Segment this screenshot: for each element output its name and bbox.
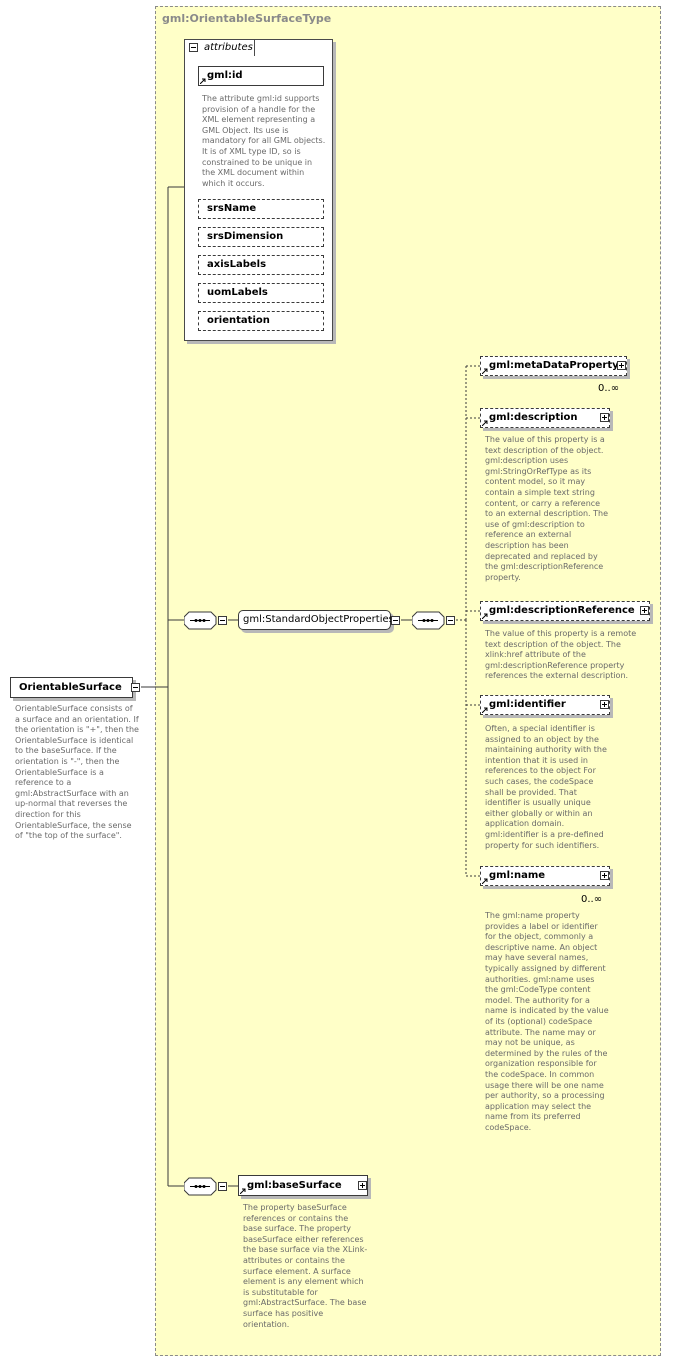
complex-type-title: gml:OrientableSurfaceType <box>162 12 332 25</box>
descriptionreference-expand-icon[interactable] <box>640 606 649 615</box>
attribute-srsdimension-label: srsDimension <box>207 231 284 242</box>
reference-arrow-icon <box>482 878 488 884</box>
group-standard-object-properties[interactable]: gml:StandardObjectProperties <box>238 610 394 630</box>
element-descriptionreference[interactable]: gml:descriptionReference <box>480 601 650 621</box>
element-metadataproperty-label: gml:metaDataProperty <box>489 360 619 371</box>
sequence-collapse-icon[interactable] <box>446 616 455 625</box>
attribute-srsname-label: srsName <box>207 203 257 214</box>
identifier-expand-icon[interactable] <box>600 700 609 709</box>
metadataproperty-expand-icon[interactable] <box>617 361 626 370</box>
attribute-gml-id-label: gml:id <box>207 70 243 81</box>
element-basesurface[interactable]: gml:baseSurface <box>238 1175 368 1196</box>
root-element-label: OrientableSurface <box>19 682 122 693</box>
attribute-srsdimension[interactable]: srsDimension <box>198 227 324 247</box>
sequence-compositor-icon[interactable] <box>184 611 220 631</box>
element-descriptionreference-text: The value of this property is a remote t… <box>485 629 637 681</box>
element-name[interactable]: gml:name <box>480 866 610 886</box>
sequence-compositor-icon[interactable] <box>184 1177 220 1197</box>
attribute-gml-id-description: The attribute gml:id supports provision … <box>202 94 326 188</box>
element-metadataproperty[interactable]: gml:metaDataProperty <box>480 356 627 376</box>
element-identifier[interactable]: gml:identifier <box>480 695 610 715</box>
attribute-orientation[interactable]: orientation <box>198 311 324 331</box>
sequence-collapse-icon[interactable] <box>218 616 227 625</box>
basesurface-expand-icon[interactable] <box>358 1181 367 1190</box>
root-element-box[interactable]: OrientableSurface <box>10 677 133 698</box>
attribute-uomlabels[interactable]: uomLabels <box>198 283 324 303</box>
element-description-text: The value of this property is a text des… <box>485 435 608 582</box>
attributes-tab-label: attributes <box>204 42 253 53</box>
sequence-collapse-icon[interactable] <box>218 1182 227 1191</box>
attribute-axislabels[interactable]: axisLabels <box>198 255 324 275</box>
root-collapse-icon[interactable] <box>131 683 140 692</box>
name-cardinality: 0..∞ <box>581 894 603 905</box>
attribute-axislabels-label: axisLabels <box>207 259 267 270</box>
root-element-description: OrientableSurface consists of a surface … <box>15 704 139 841</box>
reference-arrow-icon <box>482 368 488 374</box>
element-identifier-text: Often, a special identifier is assigned … <box>485 724 607 850</box>
group-label: gml:StandardObjectProperties <box>243 614 394 625</box>
element-name-label: gml:name <box>489 870 546 881</box>
element-name-text: The gml:name property provides a label o… <box>485 911 609 1132</box>
attribute-gml-id[interactable]: gml:id <box>198 66 324 86</box>
reference-arrow-icon <box>240 1188 246 1194</box>
reference-arrow-icon <box>482 420 488 426</box>
attribute-srsname[interactable]: srsName <box>198 199 324 219</box>
reference-arrow-icon <box>200 78 206 84</box>
group-collapse-icon[interactable] <box>391 616 400 625</box>
element-basesurface-text: The property baseSurface references or c… <box>243 1203 368 1329</box>
element-description-label: gml:description <box>489 412 578 423</box>
attributes-collapse-icon[interactable] <box>189 43 198 52</box>
element-identifier-label: gml:identifier <box>489 699 566 710</box>
metadataproperty-cardinality: 0..∞ <box>598 383 620 394</box>
sequence-compositor-icon[interactable] <box>412 611 448 631</box>
name-expand-icon[interactable] <box>600 871 609 880</box>
attributes-tab[interactable]: attributes <box>184 39 255 56</box>
element-descriptionreference-label: gml:descriptionReference <box>489 605 635 616</box>
element-basesurface-label: gml:baseSurface <box>247 1180 342 1191</box>
attribute-uomlabels-label: uomLabels <box>207 287 268 298</box>
description-expand-icon[interactable] <box>600 413 609 422</box>
reference-arrow-icon <box>482 613 488 619</box>
reference-arrow-icon <box>482 707 488 713</box>
attribute-orientation-label: orientation <box>207 315 270 326</box>
element-description[interactable]: gml:description <box>480 408 610 428</box>
